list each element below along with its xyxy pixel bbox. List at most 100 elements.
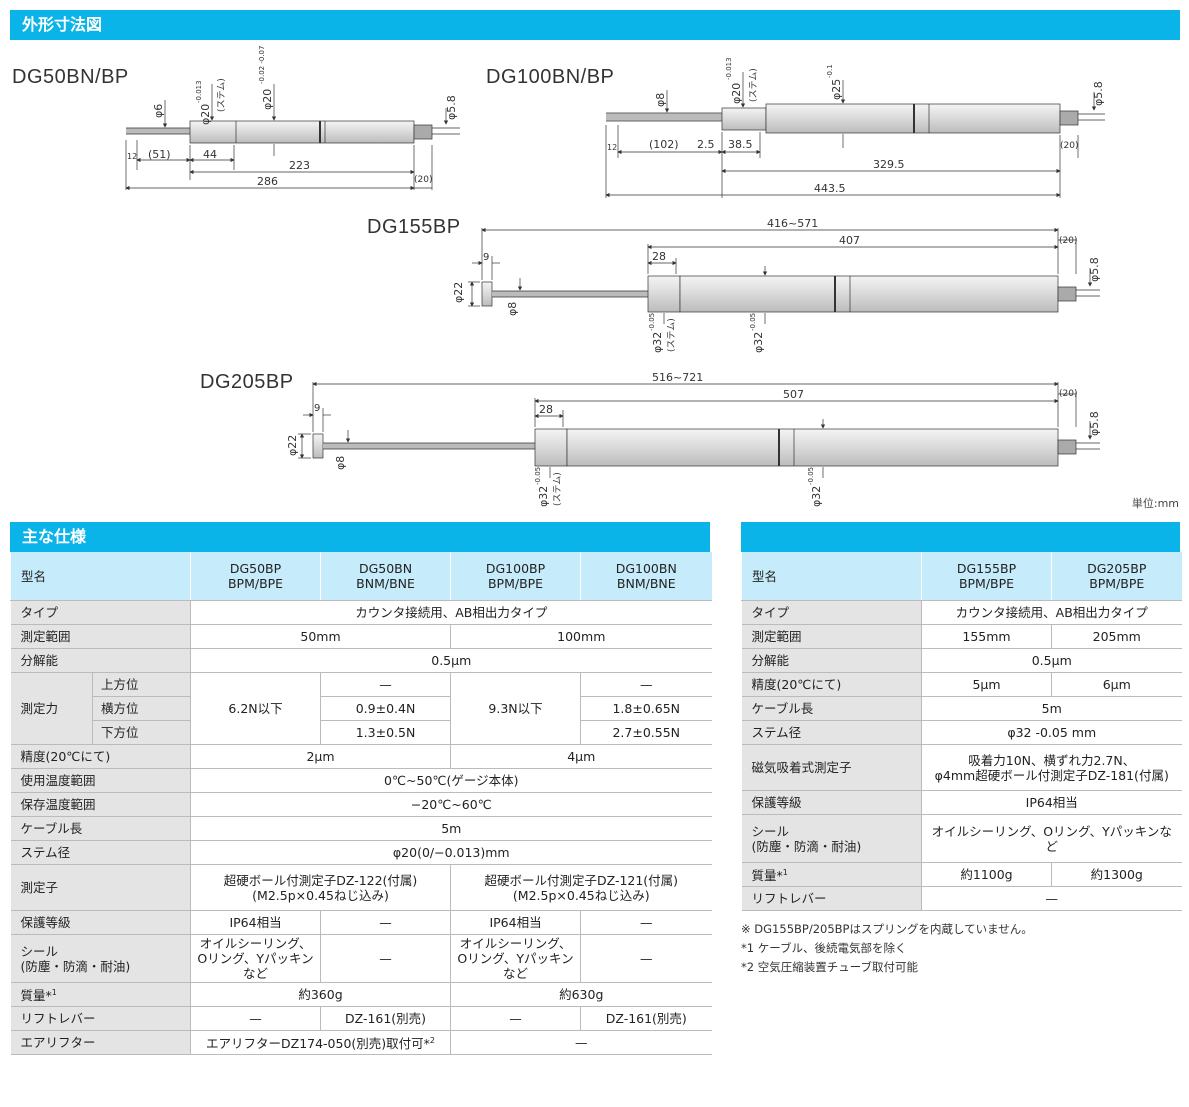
- dim-label: 223: [289, 159, 310, 172]
- row-label: ステム径: [10, 840, 191, 865]
- dim-label: φ32: [810, 486, 823, 507]
- cell: 4μm: [450, 744, 712, 769]
- dimensions-header: 外形寸法図: [10, 10, 1180, 40]
- dim-label: -0.05: [749, 313, 757, 331]
- dim-label: (20): [1059, 389, 1077, 399]
- drawing-dg100-labels: φ8 φ20 -0.013 (ステム) φ25 -0.1 φ5.8 12 (10…: [607, 57, 1105, 195]
- cell: 155mm: [921, 624, 1052, 649]
- row-label: 型名: [741, 552, 922, 601]
- cell: —: [320, 672, 451, 697]
- cell: 100mm: [450, 624, 712, 649]
- dim-label: 2.5: [697, 138, 715, 151]
- cell: −20℃~60℃: [190, 792, 712, 817]
- cell: 5μm: [921, 672, 1052, 697]
- row-label: 使用温度範囲: [10, 768, 191, 793]
- dim-label: φ5.8: [1092, 81, 1105, 106]
- cell: 超硬ボール付測定子DZ-121(付属)(M2.5p×0.45ねじ込み): [450, 864, 712, 911]
- row-label: タイプ: [10, 600, 191, 625]
- dim-label: (51): [148, 148, 171, 161]
- dim-label: -0.013: [195, 80, 203, 103]
- row-label: 磁気吸着式測定子: [741, 744, 922, 791]
- row-label: 保護等級: [741, 790, 922, 815]
- row-label: 測定力: [10, 672, 93, 745]
- cell: 205mm: [1051, 624, 1182, 649]
- dim-label: 443.5: [814, 182, 846, 195]
- cell: 約360g: [190, 982, 451, 1007]
- drawing-dg205-labels: 516~721 507 (20) 9 28 φ22 φ8 φ5.8 φ32 -0…: [286, 371, 1101, 507]
- cell: 0.5μm: [921, 648, 1182, 673]
- cell: IP64相当: [921, 790, 1182, 815]
- cell: —: [450, 1030, 712, 1055]
- sub-label: 上方位: [91, 672, 191, 697]
- dim-label: 286: [257, 175, 278, 188]
- footnote: *1 ケーブル、後続電気部を除く: [741, 941, 907, 955]
- dim-label: φ5.8: [1088, 257, 1101, 282]
- table-row: リフトレバー—: [741, 886, 1182, 911]
- dim-label: 516~721: [652, 371, 703, 384]
- drawing-dg50: [125, 84, 460, 191]
- drawing-dg205: [298, 381, 1100, 478]
- cell: —: [580, 672, 712, 697]
- cell: 0.9±0.4N: [320, 696, 451, 721]
- dim-label: φ6: [152, 104, 165, 118]
- dim-label: 12: [127, 152, 137, 161]
- dim-label: 28: [539, 403, 553, 416]
- sub-label: 下方位: [91, 720, 191, 745]
- cell: 2.7±0.55N: [580, 720, 712, 745]
- dim-label: φ20: [261, 89, 274, 110]
- row-label: 分解能: [10, 648, 191, 673]
- row-label: 質量*1: [10, 982, 191, 1007]
- dim-label: (20): [1059, 236, 1077, 246]
- row-label: 分解能: [741, 648, 922, 673]
- row-label: 型名: [9, 552, 191, 601]
- cell: 約1300g: [1051, 862, 1182, 887]
- dim-label: 407: [839, 234, 860, 247]
- cell: カウンタ接続用、AB相出力タイプ: [921, 600, 1182, 625]
- cell: 約630g: [450, 982, 712, 1007]
- cell: 0.5μm: [190, 648, 712, 673]
- cell: 5m: [190, 816, 712, 841]
- dim-label: -0.02 -0.07: [258, 46, 266, 84]
- table-row: 保存温度範囲−20℃~60℃: [10, 792, 712, 817]
- cell: 9.3N以下: [450, 672, 581, 745]
- dim-label: 507: [783, 388, 804, 401]
- cell: 超硬ボール付測定子DZ-122(付属)(M2.5p×0.45ねじ込み): [190, 864, 451, 911]
- specs-header: 主な仕様: [10, 522, 710, 552]
- dim-label: 9: [483, 252, 489, 263]
- cell: —: [921, 886, 1182, 911]
- unit-label: 単位:mm: [1131, 497, 1179, 510]
- cell: エアリフターDZ174-050(別売)取付可*2: [190, 1030, 451, 1055]
- dim-label: (102): [649, 138, 679, 151]
- cell: 0℃~50℃(ゲージ本体): [190, 768, 712, 793]
- cell: 約1100g: [921, 862, 1052, 887]
- row-label: 測定範囲: [741, 624, 922, 649]
- cell: —: [580, 934, 712, 983]
- model-title-dg100: DG100BN/BP: [486, 66, 615, 88]
- cell: —: [580, 910, 712, 935]
- dim-label: (ステム): [666, 318, 677, 352]
- row-label: 保護等級: [10, 910, 191, 935]
- row-label: ケーブル長: [10, 816, 191, 841]
- dim-label: φ32: [537, 486, 550, 507]
- table-row: タイプカウンタ接続用、AB相出力タイプ: [10, 600, 712, 625]
- dim-label: φ20: [730, 83, 743, 104]
- row-label: エアリフター: [10, 1030, 191, 1055]
- cell: カウンタ接続用、AB相出力タイプ: [190, 600, 712, 625]
- cell: —: [320, 910, 451, 935]
